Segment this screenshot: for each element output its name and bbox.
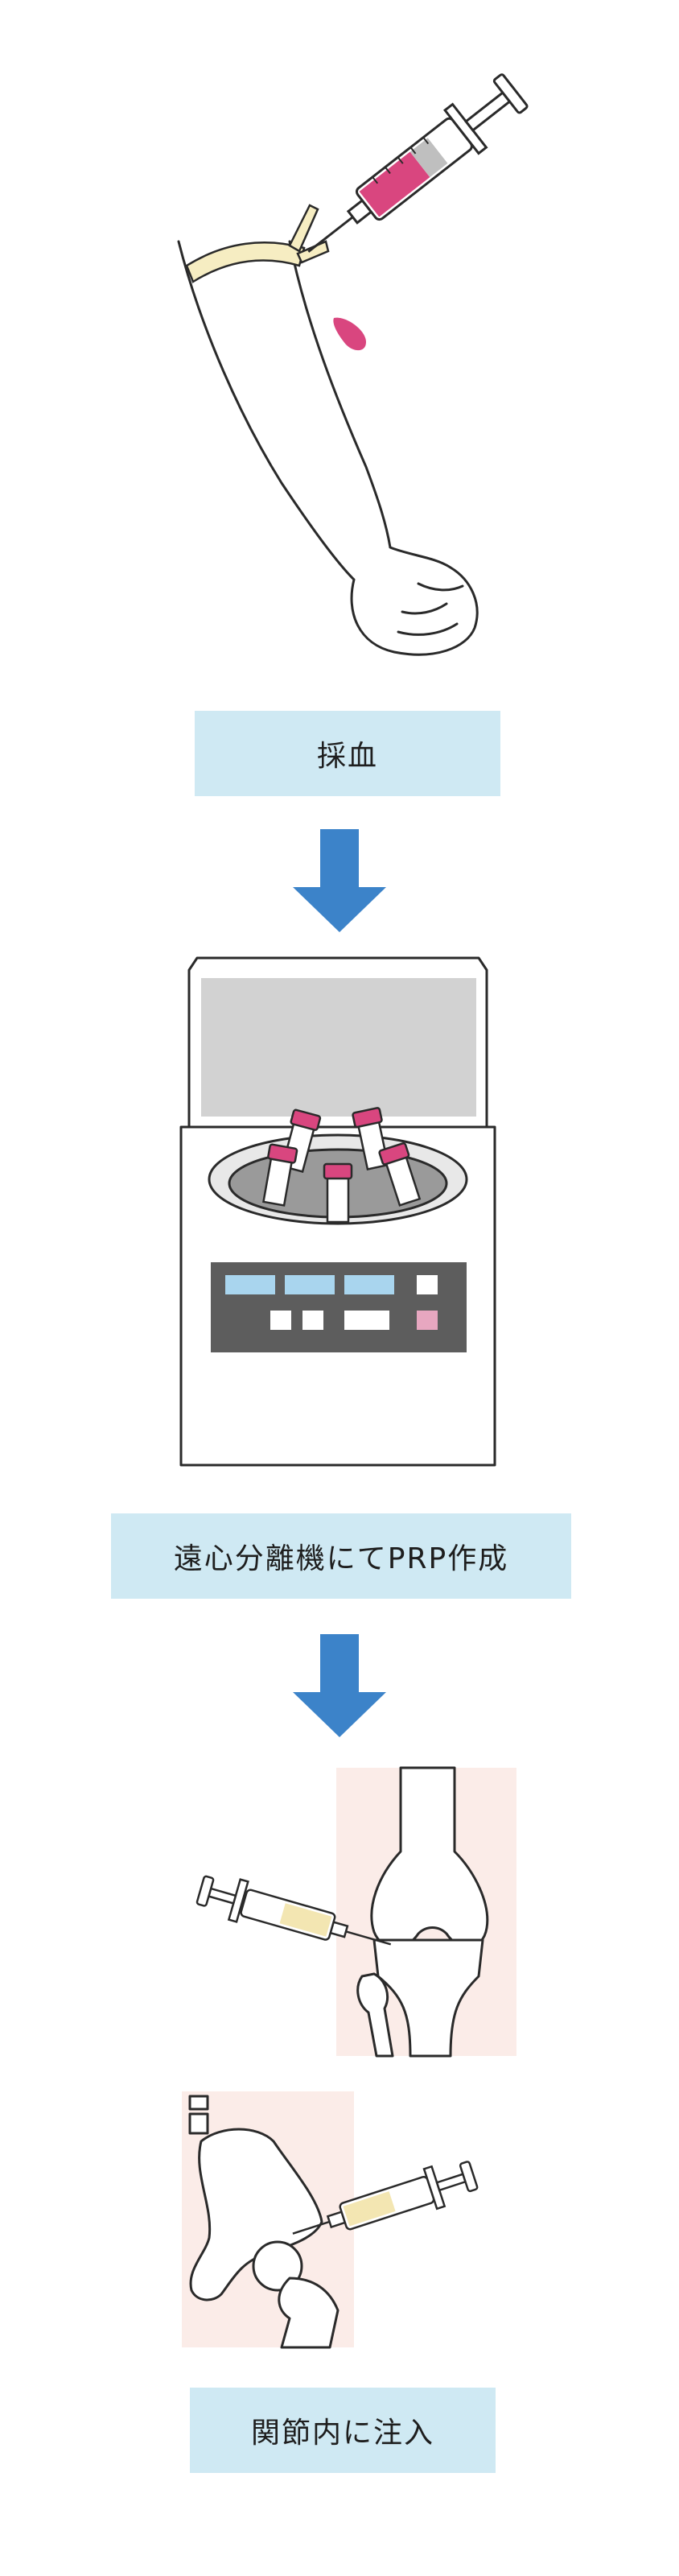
tourniquet (185, 242, 306, 283)
step-label-blood-draw: 採血 (195, 711, 500, 796)
syringe-prp-knee (195, 1875, 392, 1946)
prp-tubes (262, 1107, 422, 1224)
syringe-prp-hip (292, 2161, 479, 2235)
step-label-joint-injection: 関節内に注入 (190, 2388, 496, 2473)
blood-drop (333, 317, 366, 351)
arm-with-syringe-illustration (177, 73, 529, 656)
syringe-blood (307, 73, 529, 253)
step-label-centrifuge: 遠心分離機にてPRP作成 (111, 1513, 571, 1599)
